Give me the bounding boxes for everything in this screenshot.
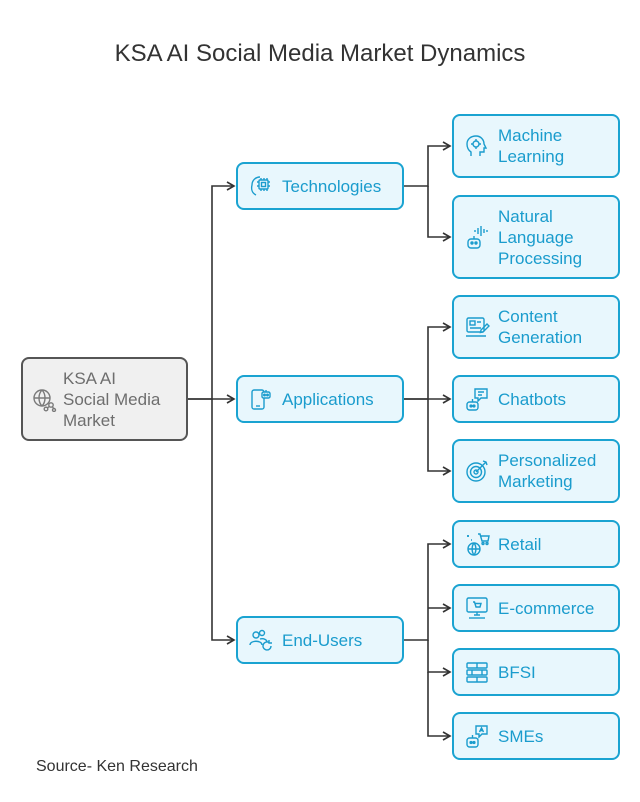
leaf-natural-language-processing: Natural Language Processing: [452, 195, 620, 279]
root-node: KSA AI Social Media Market: [21, 357, 188, 441]
leaf-content-generation: Content Generation: [452, 295, 620, 359]
leaf-label: BFSI: [498, 662, 536, 682]
connector-tech-ml: [404, 141, 452, 187]
leaf-personalized-marketing: Personalized Marketing: [452, 439, 620, 503]
root-label: KSA AI Social Media Market: [63, 368, 161, 430]
users-refresh-icon: [248, 627, 274, 653]
head-gear-icon: [464, 133, 490, 159]
target-icon: [464, 458, 490, 484]
leaf-e-commerce: E-commerce: [452, 584, 620, 632]
shopping-cart-icon: [464, 531, 490, 557]
document-edit-icon: [464, 314, 490, 340]
leaf-label: E-commerce: [498, 598, 595, 618]
connector-root-end-users: [211, 399, 236, 645]
branch-applications: Applications: [236, 375, 404, 423]
leaf-retail: Retail: [452, 520, 620, 568]
brain-chip-icon: [248, 173, 274, 199]
robot-soundwave-icon: [464, 224, 490, 250]
leaf-label: Personalized Marketing: [498, 451, 597, 491]
leaf-machine-learning: Machine Learning: [452, 114, 620, 178]
diagram-title: KSA AI Social Media Market Dynamics: [114, 40, 526, 67]
branch-end-users: End-Users: [236, 616, 404, 664]
monitor-cart-icon: [464, 595, 490, 621]
source-note: Source- Ken Research: [36, 758, 198, 775]
connector-eu-bfsi: [427, 640, 452, 677]
bank-icon: [464, 659, 490, 685]
branch-label: Applications: [282, 389, 374, 409]
connector-app-content: [404, 322, 452, 400]
branch-label: Technologies: [282, 176, 382, 196]
leaf-smes: SMEs: [452, 712, 620, 760]
connector-app-marketing: [427, 399, 452, 476]
leaf-label: Chatbots: [498, 389, 567, 409]
leaf-label: Machine Learning: [498, 126, 565, 166]
leaf-label: Content Generation: [498, 307, 583, 347]
phone-bot-icon: [248, 386, 274, 412]
branch-label: End-Users: [282, 630, 363, 650]
chat-robot-icon: [464, 386, 490, 412]
connector-tech-nlp: [427, 186, 452, 242]
leaf-chatbots: Chatbots: [452, 375, 620, 423]
connector-root-technologies: [188, 181, 236, 400]
connector-eu-smes: [427, 672, 452, 741]
globe-network-icon: [31, 386, 57, 412]
connector-eu-retail: [404, 539, 452, 641]
leaf-bfsi: BFSI: [452, 648, 620, 696]
leaf-label: Retail: [498, 534, 542, 554]
robot-question-icon: [464, 723, 490, 749]
leaf-label: SMEs: [498, 726, 544, 746]
branch-technologies: Technologies: [236, 162, 404, 210]
leaf-label: Natural Language Processing: [498, 206, 583, 268]
